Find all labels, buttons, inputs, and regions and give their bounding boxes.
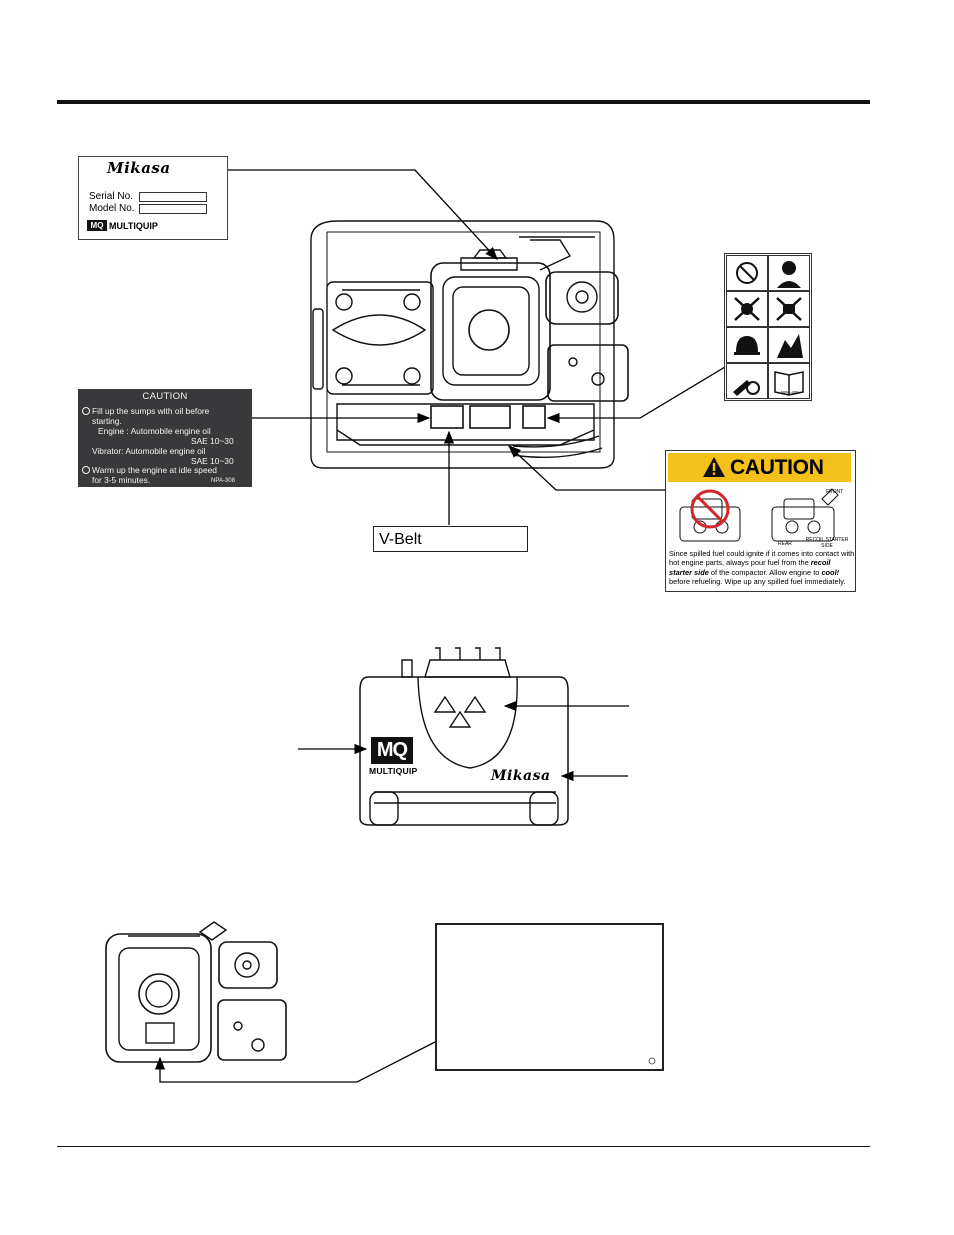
safety-pictogram-decal: NPA-409 xyxy=(724,253,812,401)
bullet-icon xyxy=(82,407,90,415)
oil-line-7: Warm up the engine at idle speed xyxy=(92,465,217,475)
recoil-side-label: RECOIL STARTER SIDE xyxy=(805,537,849,549)
mq-logo-icon: MQ xyxy=(371,737,413,764)
mq-logo-icon: MQ xyxy=(87,220,107,231)
oil-line-4: SAE 10~30 xyxy=(191,436,234,446)
fuel-text-a: Since spilled fuel could ignite if it co… xyxy=(669,549,855,568)
oil-line-8: for 3-5 minutes. xyxy=(92,475,151,485)
blank-decal-frame xyxy=(435,923,664,1071)
model-field xyxy=(139,204,207,214)
front-label: FRONT xyxy=(826,489,844,495)
vbelt-label: V-Belt xyxy=(373,526,528,552)
no-hands-icon xyxy=(726,291,768,327)
fuel-instructions: Since spilled fuel could ignite if it co… xyxy=(669,549,855,586)
oil-caution-decal: CAUTION Fill up the sumps with oil befor… xyxy=(78,389,252,487)
warning-triangle-icon xyxy=(703,457,725,477)
no-fire-icon xyxy=(726,255,768,291)
picto-decal-code: NPA-409 xyxy=(781,390,799,395)
refuel-illustration xyxy=(679,488,839,542)
oil-line-1: Fill up the sumps with oil before xyxy=(92,406,210,416)
fuel-caution-decal: CAUTION FRONT REAR RECOIL STARTER SIDE S… xyxy=(665,450,856,592)
caution-banner: CAUTION xyxy=(668,453,851,482)
serial-label: Serial No. xyxy=(89,191,133,202)
fuel-text-b: recoil starter side xyxy=(669,558,831,577)
hot-surface-icon xyxy=(768,327,810,363)
bullet-icon xyxy=(82,466,90,474)
oil-decal-title: CAUTION xyxy=(142,391,188,402)
hearing-protection-icon xyxy=(768,255,810,291)
model-label: Model No. xyxy=(89,203,135,214)
header-rule xyxy=(57,100,870,104)
mikasa-nameplate: Mikasa Serial No. Model No. MQ MULTIQUIP xyxy=(78,156,228,240)
pinch-point-icon xyxy=(726,363,768,399)
rear-label: REAR xyxy=(778,541,792,547)
nameplate-brand: Mikasa xyxy=(107,159,171,177)
oil-line-2: starting. xyxy=(92,416,122,426)
fuel-text-c: of the compactor. Allow engine to xyxy=(708,567,822,577)
oil-line-5: Vibrator: Automobile engine oil xyxy=(92,446,206,456)
multiquip-text: MULTIQUIP xyxy=(369,766,418,776)
helmet-icon xyxy=(726,327,768,363)
read-manual-icon xyxy=(768,363,810,399)
no-lift-icon xyxy=(768,291,810,327)
oil-decal-code: NPA-308 xyxy=(211,478,235,484)
circle-mark-icon xyxy=(648,1057,656,1065)
multiquip-text: MULTIQUIP xyxy=(109,221,158,231)
mikasa-logo: Mikasa xyxy=(491,768,551,784)
fuel-text-d: cool! xyxy=(821,567,840,577)
footer-rule xyxy=(57,1146,870,1147)
oil-line-6: SAE 10~30 xyxy=(191,456,234,466)
serial-field xyxy=(139,192,207,202)
oil-line-3: Engine : Automobile engine oil xyxy=(98,426,211,436)
fuel-text-e: before refueling. Wipe up any spilled fu… xyxy=(669,576,846,586)
fuel-decal-title: CAUTION xyxy=(730,456,824,479)
